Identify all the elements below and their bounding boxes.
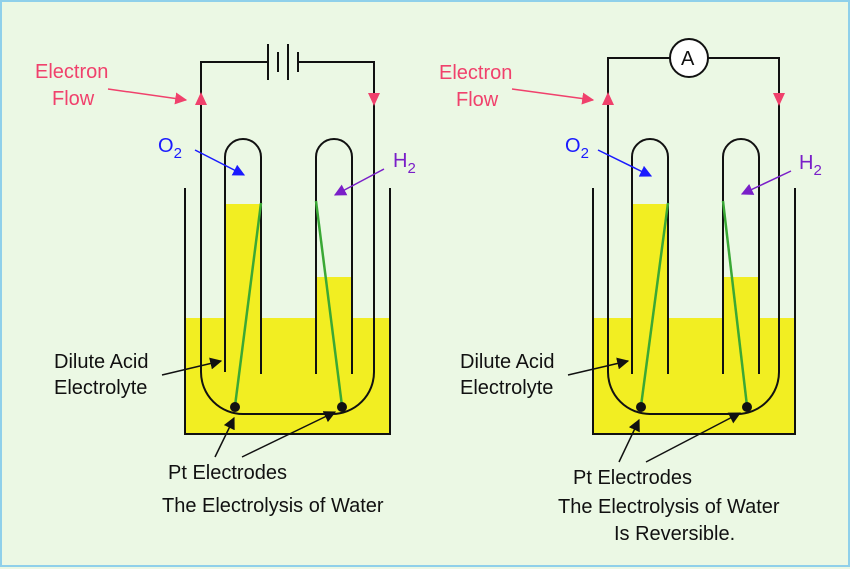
right-electrolyte-label-line1: Dilute Acid	[460, 351, 555, 373]
left-beaker	[184, 188, 391, 435]
left-electrode-2	[314, 200, 344, 407]
right-tube-outline	[607, 57, 780, 415]
right-beaker	[592, 188, 796, 435]
right-panel: A Electron Flow O2 H2 Dilute Acid Electr…	[439, 38, 822, 545]
right-beaker-electrolyte	[593, 318, 795, 434]
right-tube1-electrolyte	[632, 204, 668, 319]
left-electron-label-line2: Flow	[52, 88, 95, 110]
left-electron-label-line1: Electron	[35, 61, 108, 83]
right-o2-pointer	[597, 149, 653, 177]
left-electrode-dot-2	[337, 402, 347, 412]
left-tube1	[224, 138, 262, 374]
left-h2-label: H2	[393, 150, 416, 177]
left-electrolyte-label-line2: Electrolyte	[54, 377, 147, 399]
left-tube1-electrolyte	[225, 204, 261, 319]
right-electrolyte-label-line2: Electrolyte	[460, 377, 553, 399]
left-o2-symbol: O	[158, 135, 174, 157]
right-electrode-2	[721, 200, 749, 407]
right-h2-symbol: H	[799, 152, 813, 174]
right-tube2	[722, 138, 760, 374]
right-electrolyte-pointer	[567, 357, 630, 376]
right-h2-label: H2	[799, 152, 822, 179]
left-electrode-pointer-2	[241, 411, 337, 458]
left-electrolyte-pointer	[161, 357, 223, 376]
right-o2-label: O2	[565, 135, 589, 162]
right-o2-symbol: O	[565, 135, 581, 157]
left-tube-outline	[200, 61, 375, 415]
left-electron-down-arrow-icon	[368, 93, 380, 106]
right-o2-subscript: 2	[581, 145, 589, 162]
left-h2-symbol: H	[393, 150, 407, 172]
left-caption: The Electrolysis of Water	[162, 495, 384, 517]
left-h2-subscript: 2	[407, 160, 415, 177]
right-electron-label-line2: Flow	[456, 89, 499, 111]
right-caption-line1: The Electrolysis of Water	[558, 496, 780, 518]
left-beaker-electrolyte	[185, 318, 390, 434]
left-electron-up-arrow-icon	[195, 92, 207, 105]
battery-icon	[264, 44, 300, 80]
ammeter-icon: A	[669, 38, 709, 78]
left-h2-pointer	[333, 168, 385, 196]
left-electrode-1	[233, 202, 263, 407]
right-tube1	[631, 138, 669, 374]
right-electrode-1	[639, 202, 670, 407]
right-h2-subscript: 2	[813, 162, 821, 179]
right-electron-pointer	[511, 88, 595, 105]
right-caption-line2: Is Reversible.	[614, 523, 735, 545]
right-tube2-electrolyte	[723, 277, 759, 319]
right-electrode-pointer-1	[618, 418, 640, 463]
left-electrode-dot-1	[230, 402, 240, 412]
left-o2-pointer	[194, 149, 246, 176]
right-electron-up-arrow-icon	[602, 92, 614, 105]
left-tube2	[315, 138, 353, 374]
left-o2-label: O2	[158, 135, 182, 162]
right-electrode-pointer-2	[645, 412, 742, 463]
right-electrode-dot-1	[636, 402, 646, 412]
right-electrode-dot-2	[742, 402, 752, 412]
left-o2-subscript: 2	[174, 145, 182, 162]
left-electrodes-label: Pt Electrodes	[168, 462, 287, 484]
ammeter-label: A	[681, 48, 695, 70]
left-electron-pointer	[107, 88, 188, 105]
right-electron-down-arrow-icon	[773, 93, 785, 106]
right-electron-label-line1: Electron	[439, 62, 512, 84]
left-electrode-pointer-1	[214, 416, 235, 458]
right-electrodes-label: Pt Electrodes	[573, 467, 692, 489]
left-panel: Electron Flow O2 H2 Dilute Acid Electrol…	[35, 44, 416, 517]
left-electrolyte-label-line1: Dilute Acid	[54, 351, 149, 373]
right-h2-pointer	[740, 170, 792, 195]
left-tube2-electrolyte	[316, 277, 352, 319]
